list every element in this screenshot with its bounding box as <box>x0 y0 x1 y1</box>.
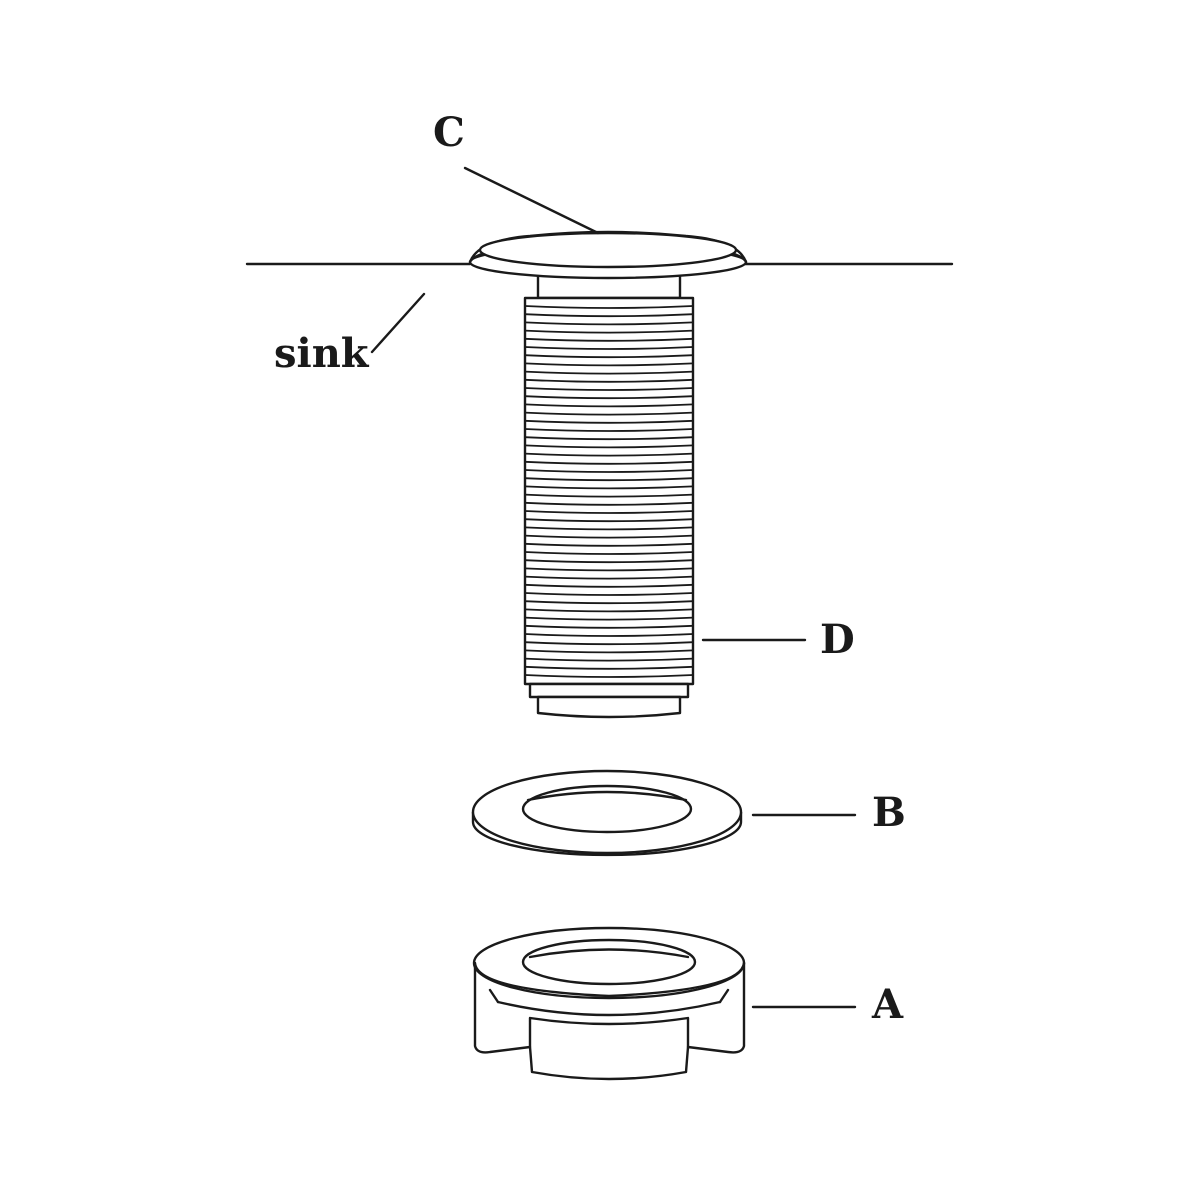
thread-ring <box>524 649 694 654</box>
thread-ring <box>524 436 694 441</box>
thread-ring <box>524 641 694 646</box>
leader-c <box>463 166 600 235</box>
thread-ring <box>524 665 694 670</box>
thread-ring <box>524 526 694 531</box>
thread-ring <box>524 575 694 580</box>
thread-ring <box>524 485 694 490</box>
leader-lines <box>370 166 857 1009</box>
thread-ring <box>524 387 694 391</box>
thread-ring <box>524 362 694 367</box>
thread-ring <box>524 674 694 678</box>
thread-ring <box>524 518 694 523</box>
part-b-washer <box>471 769 743 857</box>
thread-ring <box>524 395 694 400</box>
label-c: C <box>433 109 465 156</box>
thread-ring <box>524 419 694 424</box>
label-d: D <box>820 616 855 663</box>
thread-ring <box>524 624 694 629</box>
thread-ring <box>524 493 694 498</box>
thread-ring <box>524 313 694 318</box>
thread-ring <box>524 444 694 449</box>
thread-ring <box>524 510 694 514</box>
part-a-lock-nut <box>472 926 746 1081</box>
thread-ring <box>524 559 694 564</box>
label-a: A <box>871 981 904 1028</box>
leader-sink <box>370 292 426 354</box>
thread-ring <box>524 321 694 326</box>
label-b: B <box>872 789 906 836</box>
thread-ring <box>524 460 694 465</box>
thread-ring <box>524 354 694 359</box>
thread-ring <box>524 542 694 547</box>
label-sink: sink <box>274 330 370 377</box>
part-d-threaded-tailpiece <box>523 276 695 719</box>
thread-ring <box>524 551 694 555</box>
thread-ring <box>524 378 694 383</box>
thread-ring <box>524 583 694 588</box>
thread-ring <box>524 452 694 457</box>
thread-ring <box>524 567 694 572</box>
thread-ring <box>524 337 694 342</box>
thread-ring <box>524 608 694 613</box>
thread-ring <box>524 633 694 637</box>
thread-ring <box>524 329 694 334</box>
thread-ring <box>524 403 694 408</box>
thread-ring <box>524 428 694 432</box>
thread-ring <box>524 616 694 621</box>
thread-ring <box>524 477 694 482</box>
thread-ring <box>524 305 694 309</box>
thread-ring <box>524 501 694 506</box>
thread-ring <box>524 600 694 605</box>
thread-ring <box>524 469 694 473</box>
thread-ring <box>524 370 694 375</box>
part-c-flange <box>468 230 748 280</box>
thread-ring <box>524 534 694 539</box>
thread-ring <box>524 657 694 662</box>
thread-ring <box>524 592 694 596</box>
thread-ring <box>524 346 694 350</box>
thread-ring <box>524 411 694 416</box>
thread-lines <box>524 305 694 678</box>
